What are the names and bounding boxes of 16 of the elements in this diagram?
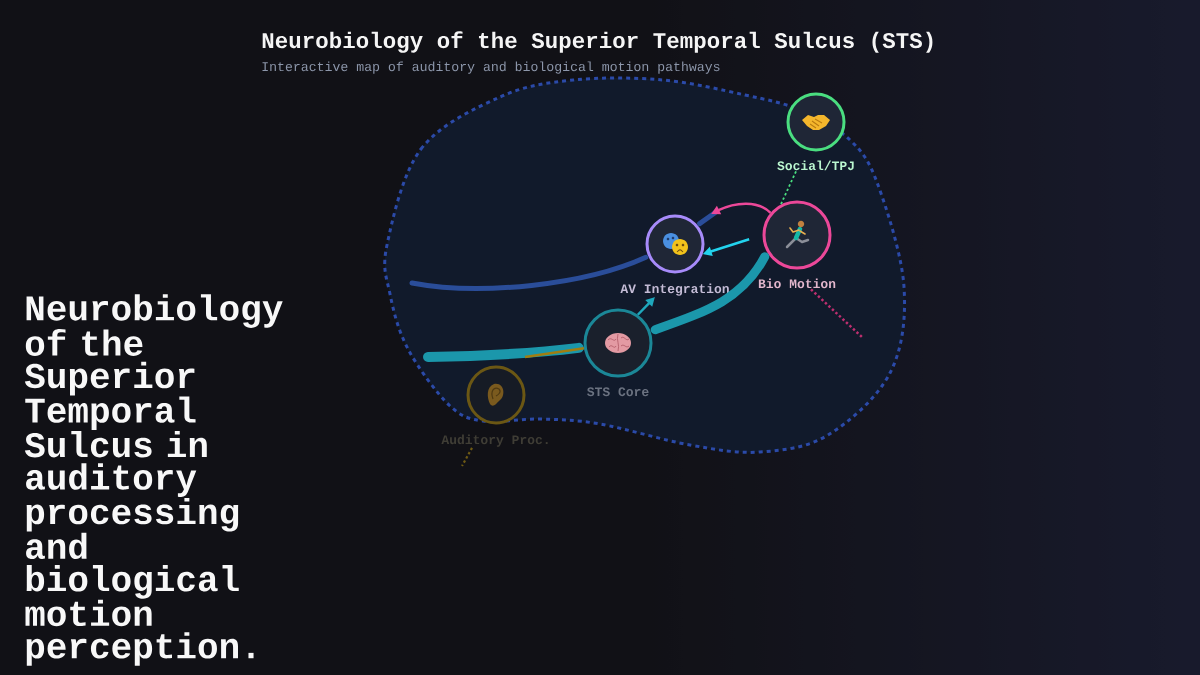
dotted-line [461,447,473,467]
node-label: STS Core [587,387,649,397]
node-label: AV Integration [620,283,729,296]
pathway-curve [423,342,584,362]
pathway-curve [409,254,649,291]
title: Neurobiology of the Superior Temporal Sulcus (STS) [262,31,933,53]
dotted-line [810,288,864,339]
dotted-line [779,170,797,206]
large-heading: Neurobiology of the Superior Temporal Sulcus in auditory processing and biological motion perception. [24,294,283,666]
pathway-curve [697,209,719,227]
subtitle: Interactive map of auditory and biological motion pathways [262,61,720,74]
node-label: Bio Motion [758,278,836,289]
node-label: Social/TPJ [777,160,854,171]
arrow [636,297,655,316]
connector-line [524,346,585,359]
pathway-curve [650,252,770,335]
